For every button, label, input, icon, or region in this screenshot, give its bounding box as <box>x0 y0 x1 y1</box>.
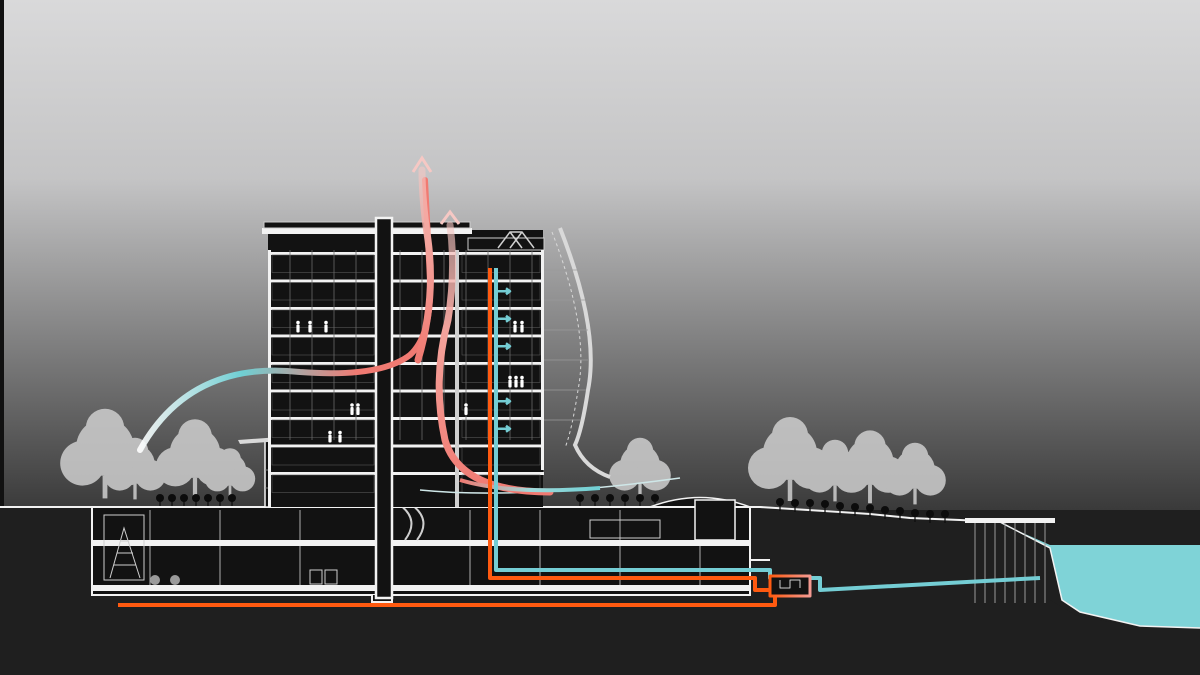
roof-plant <box>467 237 545 251</box>
occupant-figure <box>514 375 518 388</box>
cool-air-lower-sweep <box>459 478 601 493</box>
occupant-figure <box>324 320 328 333</box>
tower-right-facade <box>541 250 544 470</box>
floor-slab <box>268 307 544 310</box>
river-water <box>1000 523 1200 628</box>
occupant-figure <box>328 430 332 443</box>
window-band <box>461 419 541 438</box>
cooling-supply-arrow <box>498 314 512 323</box>
floor-slab <box>268 362 544 365</box>
basement <box>91 499 770 603</box>
occupant-figure <box>520 320 524 333</box>
floor-slab <box>268 334 544 338</box>
retaining-wall <box>749 507 770 561</box>
window-band <box>461 254 541 273</box>
window-band <box>271 392 375 411</box>
occupant-figure <box>356 403 360 415</box>
cooling-supply-arrow <box>498 287 512 296</box>
elevator-core <box>374 216 394 600</box>
window-band <box>271 474 375 493</box>
tower-left-facade <box>268 250 271 507</box>
mechanical-room <box>694 499 736 541</box>
floor-slab <box>268 389 544 393</box>
heat-exchanger-coils <box>779 579 801 589</box>
left-edge-line <box>0 0 4 675</box>
warm-air-stack-1 <box>414 166 434 364</box>
floor-slab <box>268 417 544 420</box>
warm-air-stack-2 <box>435 221 554 496</box>
warm-air-arrow-2 <box>439 209 461 225</box>
window-band <box>461 337 541 356</box>
floor-slab <box>268 279 544 283</box>
service-shaft <box>455 250 459 507</box>
natural-ventilation-airflow <box>137 155 601 496</box>
occupant-figure <box>338 430 342 443</box>
roof-slab <box>262 228 472 234</box>
window-band <box>271 447 375 466</box>
floor-slabs <box>268 252 544 493</box>
cooling-supply-arrow <box>498 342 512 351</box>
window-band <box>271 364 375 383</box>
pier <box>965 518 1055 603</box>
window-band <box>271 309 375 328</box>
window-band <box>271 419 375 438</box>
floor-slab <box>268 444 544 448</box>
warm-air-arrow-1 <box>411 155 433 173</box>
occupant-figure <box>464 403 468 415</box>
window-band <box>461 392 541 411</box>
window-band <box>271 337 375 356</box>
curved-double-skin-facade <box>544 227 611 479</box>
cooling-supply-arrow <box>498 397 512 406</box>
window-band <box>271 254 375 273</box>
basement-stair <box>103 514 145 581</box>
roof-pv <box>263 221 471 229</box>
window-band <box>461 309 541 328</box>
window-band <box>461 282 541 301</box>
floor-slab <box>268 252 544 255</box>
riverbank-line <box>999 521 1200 629</box>
occupant-figure <box>508 375 512 388</box>
floor-slab <box>268 472 544 475</box>
occupant-figure <box>350 403 354 415</box>
occupant-figure <box>513 320 517 333</box>
window-band <box>271 282 375 301</box>
window-band <box>461 447 541 466</box>
geothermal-water-loop <box>118 268 1041 607</box>
occupant-figure <box>296 320 300 333</box>
parked-cars <box>150 575 180 585</box>
hot-water-pipe <box>118 268 777 607</box>
occupant-figure <box>308 320 312 333</box>
window-band <box>461 364 541 383</box>
cooling-supply-arrows <box>498 287 512 433</box>
cooling-supply-arrow <box>498 424 512 433</box>
roof-fan <box>497 231 535 249</box>
occupant-figure <box>520 375 524 388</box>
